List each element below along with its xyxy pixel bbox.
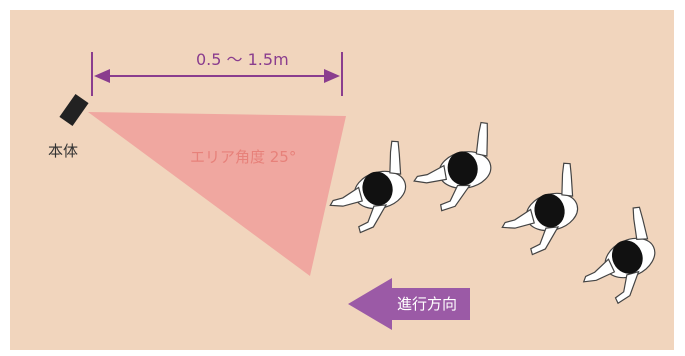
person-icon bbox=[405, 120, 502, 216]
device-icon bbox=[59, 93, 89, 127]
detection-area bbox=[88, 112, 346, 276]
direction-arrow-icon bbox=[348, 278, 470, 330]
range-label: 0.5 ～ 1.5m bbox=[196, 50, 289, 69]
device-label: 本体 bbox=[48, 142, 79, 160]
range-dimension bbox=[91, 52, 343, 96]
person-icon bbox=[563, 204, 674, 314]
area-angle-label: エリア角度 25° bbox=[190, 148, 297, 166]
direction-label: 進行方向 bbox=[397, 295, 458, 313]
person-icon bbox=[489, 161, 591, 261]
